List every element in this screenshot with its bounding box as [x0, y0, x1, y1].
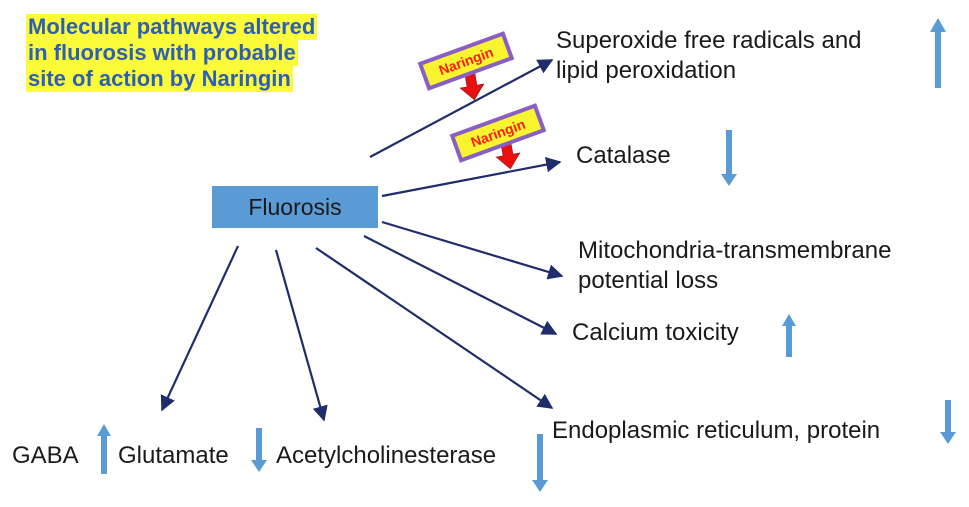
label-catalase: Catalase — [576, 142, 671, 169]
up-arrow-icon-gaba — [97, 424, 111, 474]
label-mitochondria: Mitochondria-transmembrane potential los… — [578, 236, 891, 296]
title-line-3: site of action by Naringin — [26, 66, 293, 92]
label-ache: Acetylcholinesterase — [276, 442, 497, 469]
down-arrow-icon-catalase — [721, 130, 737, 186]
up-arrow-icon-calcium — [782, 314, 796, 357]
connector-superoxide — [369, 59, 554, 158]
label-gaba: GABA — [12, 442, 79, 469]
connector-gaba — [160, 245, 239, 412]
label-mitochondria-line-2: potential loss — [578, 267, 719, 294]
connector-catalase — [381, 157, 562, 198]
label-glutamate: Glutamate — [118, 442, 229, 469]
title-line-1: Molecular pathways altered — [26, 14, 318, 40]
label-calcium: Calcium toxicity — [572, 319, 739, 346]
up-arrow-icon-superoxide — [930, 18, 946, 88]
label-superoxide: Superoxide free radicals and lipid perox… — [556, 26, 862, 86]
label-er: Endoplasmic reticulum, protein — [552, 417, 881, 444]
fluorosis-node: Fluorosis — [212, 186, 378, 228]
connector-mitochondria — [381, 220, 564, 280]
title-line-2: in fluorosis with probable — [26, 40, 298, 66]
label-mitochondria-line-1: Mitochondria-transmembrane — [578, 237, 892, 264]
inhibitor-arrow-icon-1 — [459, 72, 485, 101]
diagram-title: Molecular pathways altered in fluorosis … — [26, 14, 318, 92]
down-arrow-icon-ache — [532, 434, 548, 492]
connector-ache — [274, 249, 328, 422]
connector-calcium — [363, 235, 558, 335]
inhibitor-arrow-icon-2 — [495, 141, 521, 170]
connector-er — [315, 247, 554, 409]
label-superoxide-line-1: Superoxide free radicals and — [556, 27, 862, 54]
down-arrow-icon-glutamate — [251, 428, 267, 472]
down-arrow-icon-er — [940, 400, 956, 444]
fluorosis-label: Fluorosis — [248, 193, 342, 220]
label-superoxide-line-2: lipid peroxidation — [556, 57, 737, 84]
